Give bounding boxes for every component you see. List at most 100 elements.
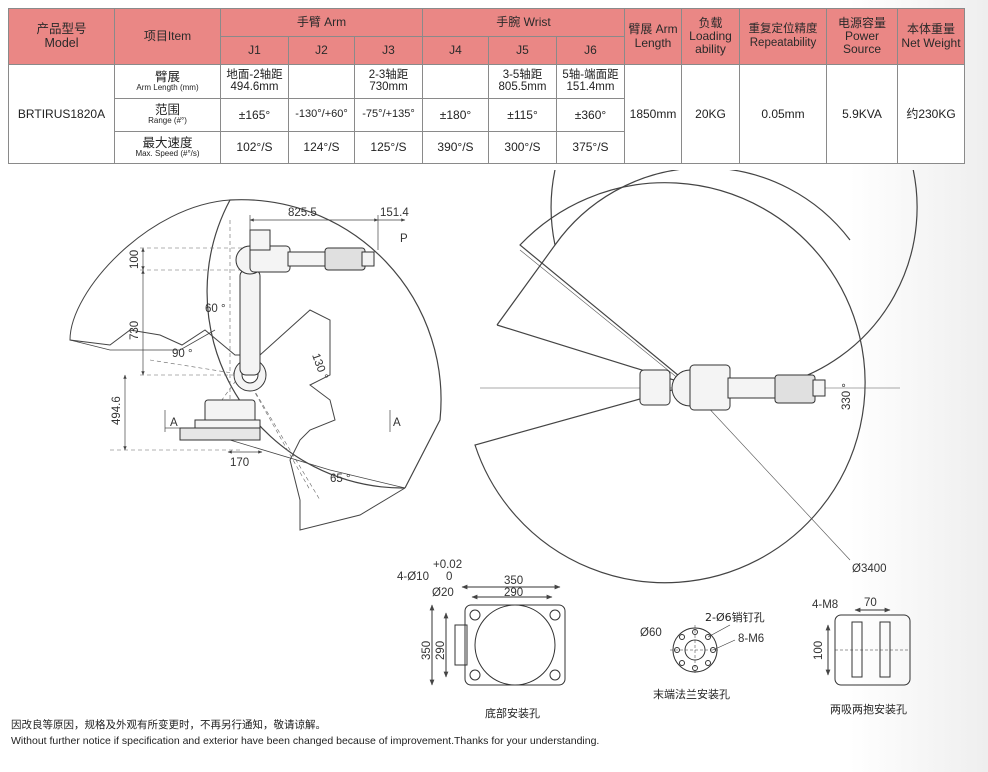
top-view-envelope bbox=[474, 170, 918, 584]
hole-tolerance-top: +0.02 bbox=[433, 559, 462, 571]
dim-151: 151.4 bbox=[380, 207, 409, 219]
header-j6: J6 bbox=[556, 36, 625, 65]
cell-range-j1: ±165° bbox=[220, 98, 289, 132]
cell-range-j6: ±360° bbox=[556, 98, 625, 132]
dim-350-top: 350 bbox=[504, 575, 523, 587]
cell-text: 730mm bbox=[369, 80, 408, 93]
cell-text: 3-5轴距 bbox=[502, 69, 543, 81]
flange-caption: 末端法兰安装孔 bbox=[653, 687, 730, 701]
cell-armlen-j2 bbox=[288, 64, 355, 99]
header-model-zh: 产品型号 bbox=[36, 22, 87, 37]
cell-text: 5轴-端面距 bbox=[562, 69, 619, 81]
dim-350-left: 350 bbox=[421, 641, 433, 660]
row-label-arm-length: 臂展 Arm Length (mm) bbox=[114, 64, 221, 99]
header-item: 项目Item bbox=[114, 8, 221, 65]
row-label-zh: 最大速度 bbox=[142, 135, 193, 150]
section-a-left: A bbox=[170, 417, 178, 429]
angle-60: 60 ° bbox=[205, 303, 226, 315]
dim-730: 730 bbox=[129, 321, 141, 340]
point-p: P bbox=[400, 233, 408, 245]
header-wrist-group: 手腕 Wrist bbox=[422, 8, 625, 37]
cell-text: 地面-2轴距 bbox=[226, 69, 283, 81]
row-label-speed: 最大速度 Max. Speed (#°/s) bbox=[114, 131, 221, 164]
cell-speed-j2: 124°/S bbox=[288, 131, 355, 164]
side-view-dimensions bbox=[123, 215, 406, 454]
row-label-zh: 范围 bbox=[154, 103, 180, 118]
dia-3400: Ø3400 bbox=[852, 563, 887, 575]
footnotes: 因改良等原因，规格及外观有所变更时，不再另行通知，敬请谅解。 Without f… bbox=[11, 717, 911, 749]
top-view-labels: 330 ° Ø3400 bbox=[841, 383, 887, 575]
hole-tolerance-bottom: 0 bbox=[446, 571, 452, 583]
arm-length-value: 1850mm bbox=[624, 64, 682, 164]
base-mount-drawing bbox=[429, 584, 566, 686]
cell-speed-j3: 125°/S bbox=[354, 131, 423, 164]
header-j5: J5 bbox=[488, 36, 557, 65]
flange-labels: 2-Ø6销钉孔 Ø60 8-M6 末端法兰安装孔 bbox=[640, 610, 765, 701]
dim-70: 70 bbox=[864, 597, 877, 609]
cell-speed-j5: 300°/S bbox=[488, 131, 557, 164]
note-en: Without further notice if specification … bbox=[11, 735, 600, 747]
angle-65: 65 ° bbox=[330, 473, 351, 485]
header-j1: J1 bbox=[220, 36, 289, 65]
loading-value: 20KG bbox=[681, 64, 740, 164]
hole-size: 4-Ø10 bbox=[397, 571, 429, 583]
power-value: 5.9KVA bbox=[826, 64, 898, 164]
note-zh: 因改良等原因，规格及外观有所变更时，不再另行通知，敬请谅解。 bbox=[11, 719, 326, 731]
row-label-range: 范围 Range (#°) bbox=[114, 98, 221, 132]
side-view-labels: 825.5 151.4 P 100 730 494.6 170 60 ° 90 … bbox=[111, 207, 409, 485]
dim-825: 825.5 bbox=[288, 207, 317, 219]
weight-value: 约230KG bbox=[897, 64, 965, 164]
dim-100: 100 bbox=[129, 250, 141, 269]
dim-290-left: 290 bbox=[435, 641, 447, 660]
technical-drawings: 825.5 151.4 P 100 730 494.6 170 60 ° 90 … bbox=[69, 170, 918, 720]
cell-text: 151.4mm bbox=[566, 80, 615, 93]
cell-text: 2-3轴距 bbox=[368, 69, 409, 81]
cell-speed-j6: 375°/S bbox=[556, 131, 625, 164]
cell-range-j3: -75°/+135° bbox=[354, 98, 423, 132]
header-loading: 负载 Loading ability bbox=[681, 8, 740, 65]
header-power: 电源容量 Power Source bbox=[826, 8, 898, 65]
header-j3: J3 bbox=[354, 36, 423, 65]
cell-speed-j1: 102°/S bbox=[220, 131, 289, 164]
header-arm-length: 臂展 Arm Length bbox=[624, 8, 682, 65]
row-label-zh: 臂展 bbox=[154, 69, 180, 84]
header-repeatability: 重复定位精度 Repeatability bbox=[739, 8, 827, 65]
cell-range-j5: ±115° bbox=[488, 98, 557, 132]
angle-90: 90 ° bbox=[172, 348, 193, 360]
cell-range-j4: ±180° bbox=[422, 98, 489, 132]
section-a-right: A bbox=[393, 417, 401, 429]
flange-drawing bbox=[670, 624, 736, 675]
row-label-en: Arm Length (mm) bbox=[136, 82, 199, 92]
spec-table: 产品型号 Model 项目Item 手臂 Arm 手腕 Wrist 臂展 Arm… bbox=[8, 8, 965, 164]
pin-holes: 2-Ø6销钉孔 bbox=[705, 610, 765, 624]
side-view-robot bbox=[179, 229, 375, 441]
suction-caption: 两吸两抱安装孔 bbox=[830, 702, 907, 716]
thread-m8: 4-M8 bbox=[812, 599, 838, 611]
cell-armlen-j4 bbox=[422, 64, 489, 99]
dim-290-top: 290 bbox=[504, 587, 523, 599]
dia-20: Ø20 bbox=[432, 587, 454, 599]
cell-text: 494.6mm bbox=[230, 80, 279, 93]
top-view-robot bbox=[639, 364, 826, 411]
dim-100-suction: 100 bbox=[813, 641, 825, 660]
base-mount-labels: +0.02 4-Ø10 0 Ø20 350 290 350 290 底部安装孔 bbox=[397, 559, 540, 720]
base-caption: 底部安装孔 bbox=[485, 706, 540, 720]
header-model-en: Model bbox=[44, 35, 79, 50]
model-cell: BRTIRUS1820A bbox=[8, 64, 115, 164]
suction-mount-labels: 4-M8 70 100 两吸两抱安装孔 bbox=[812, 597, 907, 716]
row-label-en: Range (#°) bbox=[148, 116, 187, 126]
header-j4: J4 bbox=[422, 36, 489, 65]
thread-m6: 8-M6 bbox=[738, 633, 764, 645]
dia-60: Ø60 bbox=[640, 627, 662, 639]
row-label-en: Max. Speed (#°/s) bbox=[135, 148, 200, 158]
dim-170: 170 bbox=[230, 457, 249, 469]
cell-speed-j4: 390°/S bbox=[422, 131, 489, 164]
header-weight: 本体重量 Net Weight bbox=[897, 8, 965, 65]
dim-494: 494.6 bbox=[111, 396, 123, 425]
cell-text: 805.5mm bbox=[498, 80, 547, 93]
